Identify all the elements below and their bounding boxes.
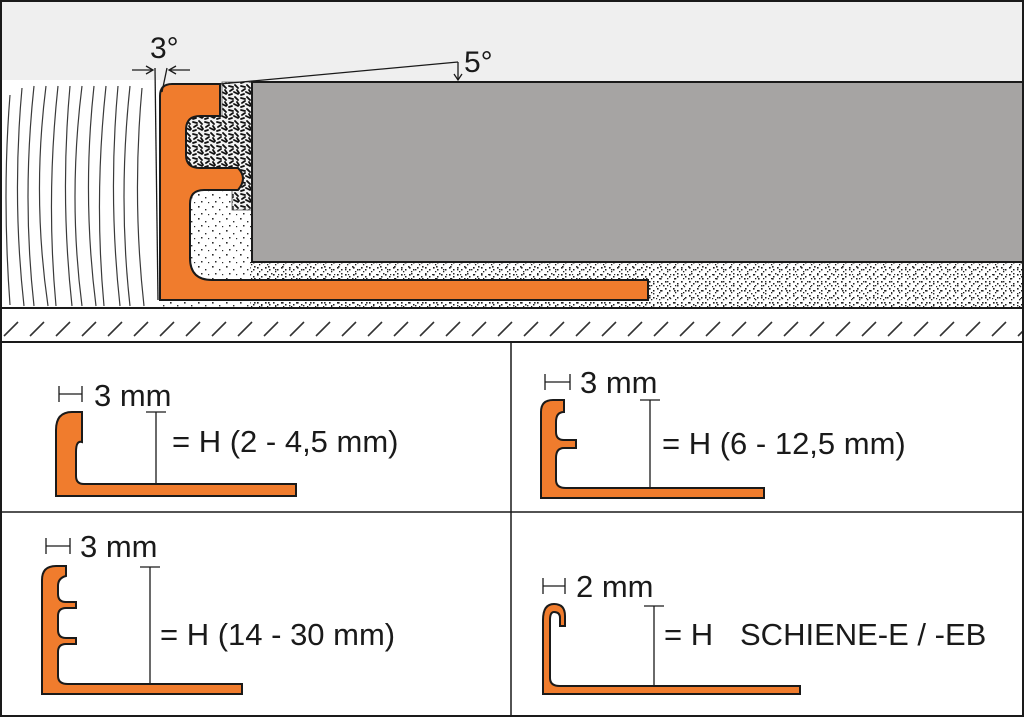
profile-anchor-fill bbox=[185, 115, 235, 175]
angle-left-annotation bbox=[132, 65, 190, 301]
wall-texture-lines bbox=[5, 85, 145, 307]
height-label-1: = H (2 - 4,5 mm) bbox=[172, 424, 399, 459]
thickness-marker-1 bbox=[58, 386, 83, 402]
thickness-marker-3 bbox=[45, 538, 71, 554]
product-name-label: SCHIENE-E / -EB bbox=[740, 617, 986, 652]
profile-cell-4: 2 mm = H SCHIENE-E / -EB bbox=[542, 569, 986, 695]
profile-cell-2: 3 mm = H (6 - 12,5 mm) bbox=[540, 365, 906, 499]
thickness-label-1: 3 mm bbox=[94, 378, 172, 413]
thickness-marker-4 bbox=[542, 578, 566, 594]
profile-shape-1 bbox=[55, 411, 297, 497]
thickness-label-4: 2 mm bbox=[576, 569, 654, 604]
height-label-2: = H (6 - 12,5 mm) bbox=[662, 426, 906, 461]
thickness-label-2: 3 mm bbox=[580, 365, 658, 400]
height-marker-4 bbox=[644, 605, 664, 686]
height-marker-1 bbox=[146, 411, 166, 484]
angle-right-label: 5° bbox=[464, 46, 493, 79]
angle-left-label: 3° bbox=[150, 32, 179, 65]
thickness-marker-2 bbox=[544, 374, 571, 390]
profile-cell-1: 3 mm = H (2 - 4,5 mm) bbox=[55, 378, 399, 497]
height-label-4: = H bbox=[664, 617, 713, 652]
height-marker-2 bbox=[640, 399, 660, 488]
profile-cell-3: 3 mm = H (14 - 30 mm) bbox=[41, 529, 395, 695]
angle-right-annotation bbox=[219, 61, 463, 85]
subfloor-hatch bbox=[0, 308, 1024, 342]
schiene-profile-main bbox=[159, 83, 649, 301]
tile bbox=[251, 81, 1024, 263]
profile-grid bbox=[0, 342, 1024, 717]
wall-plaster bbox=[0, 80, 160, 308]
profile-shape-2 bbox=[540, 399, 765, 499]
top-section: 3° 5° bbox=[0, 0, 1024, 343]
height-marker-3 bbox=[140, 566, 160, 684]
profile-shape-4 bbox=[542, 602, 801, 695]
profile-shape-3 bbox=[41, 565, 243, 695]
height-label-3: = H (14 - 30 mm) bbox=[160, 617, 395, 652]
thickness-label-3: 3 mm bbox=[80, 529, 158, 564]
